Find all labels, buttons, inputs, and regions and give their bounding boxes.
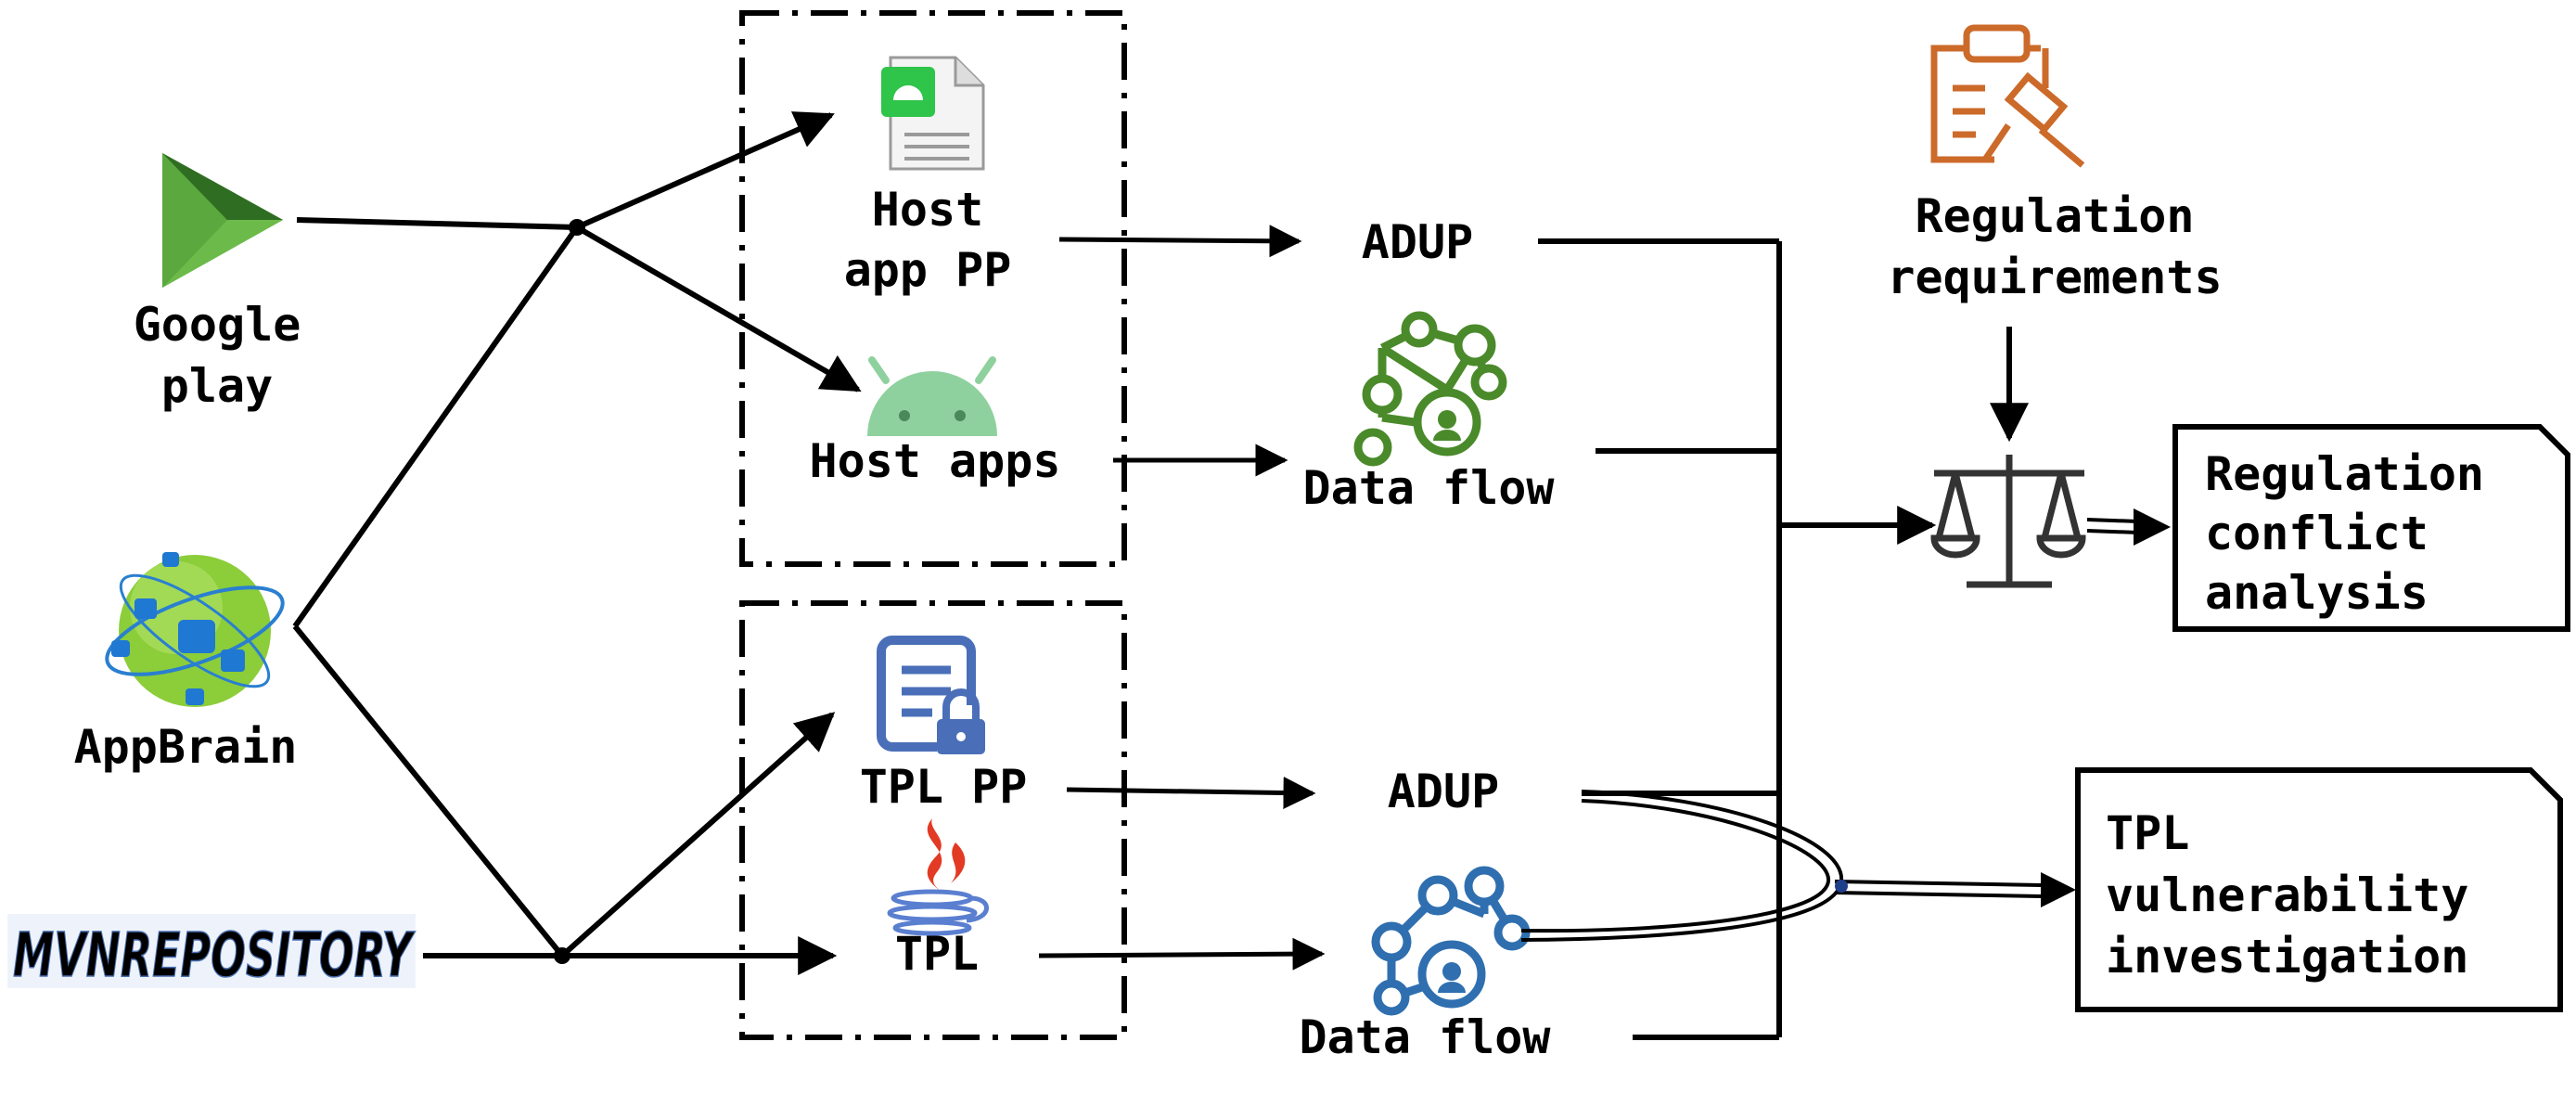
regulation-conflict-label-line3: analysis [2205,566,2429,620]
tpl-vulnerability-label-line1: TPL [2106,806,2189,860]
google-play-label-line1: Google [134,298,301,352]
host-apps-label: Host apps [810,434,1061,488]
adup-bottom-label: ADUP [1388,765,1499,818]
android-robot-icon [867,356,997,436]
data-flow-bottom-label: Data flow [1300,1010,1552,1064]
appbrain-globe-icon [105,552,285,707]
java-cup-icon [887,818,989,936]
tpl-label: TPL [895,927,979,981]
middle-arrows [1038,225,1326,971]
regulation-conflict-label-line2: conflict [2205,507,2429,560]
host-app-pp-label-line2: app PP [844,243,1012,297]
junction-dot-top [569,219,585,236]
regulation-conflict-label-line1: Regulation [2205,447,2484,501]
scale-to-conflict-arrow [2086,518,2139,534]
data-flow-top-label: Data flow [1303,461,1556,515]
regulation-requirements-label-line2: requirements [1887,251,2222,304]
curve-junction-dot [1835,880,1848,893]
tpl-vulnerability-label-line2: vulnerability [2106,868,2468,922]
tpl-vulnerability-box [2075,767,2563,1012]
locked-document-icon [877,636,985,754]
junction-dot-bottom [554,947,570,964]
regulation-conflict-box [2172,424,2570,632]
appbrain-label: AppBrain [74,720,298,774]
android-document-icon [881,56,985,171]
clipboard-gavel-icon [1930,24,2085,168]
host-group-box [739,10,1127,567]
tpl-arrowhead [2041,872,2076,907]
google-play-label-line2: play [161,359,273,413]
network-graph-icon-top [1353,311,1507,467]
collector-bracket [1538,238,1937,1040]
mvn-logo-text: MVNREPOSITORY [13,920,416,991]
balance-scale-icon [1930,455,2086,588]
source-connectors [292,111,862,975]
host-app-pp-label-line1: Host [872,183,983,237]
network-graph-icon-bottom [1371,866,1531,1016]
conflict-arrowhead [2134,508,2171,546]
mvn-repository-logo: MVNREPOSITORY [7,914,417,992]
adup-top-label: ADUP [1362,215,1473,269]
tpl-pp-label: TPL PP [860,760,1028,814]
google-play-icon [162,153,283,288]
tpl-vulnerability-label-line3: investigation [2106,930,2468,984]
tpl-group-box [739,600,1127,1040]
regulation-requirements-label-line1: Regulation [1915,189,2194,243]
